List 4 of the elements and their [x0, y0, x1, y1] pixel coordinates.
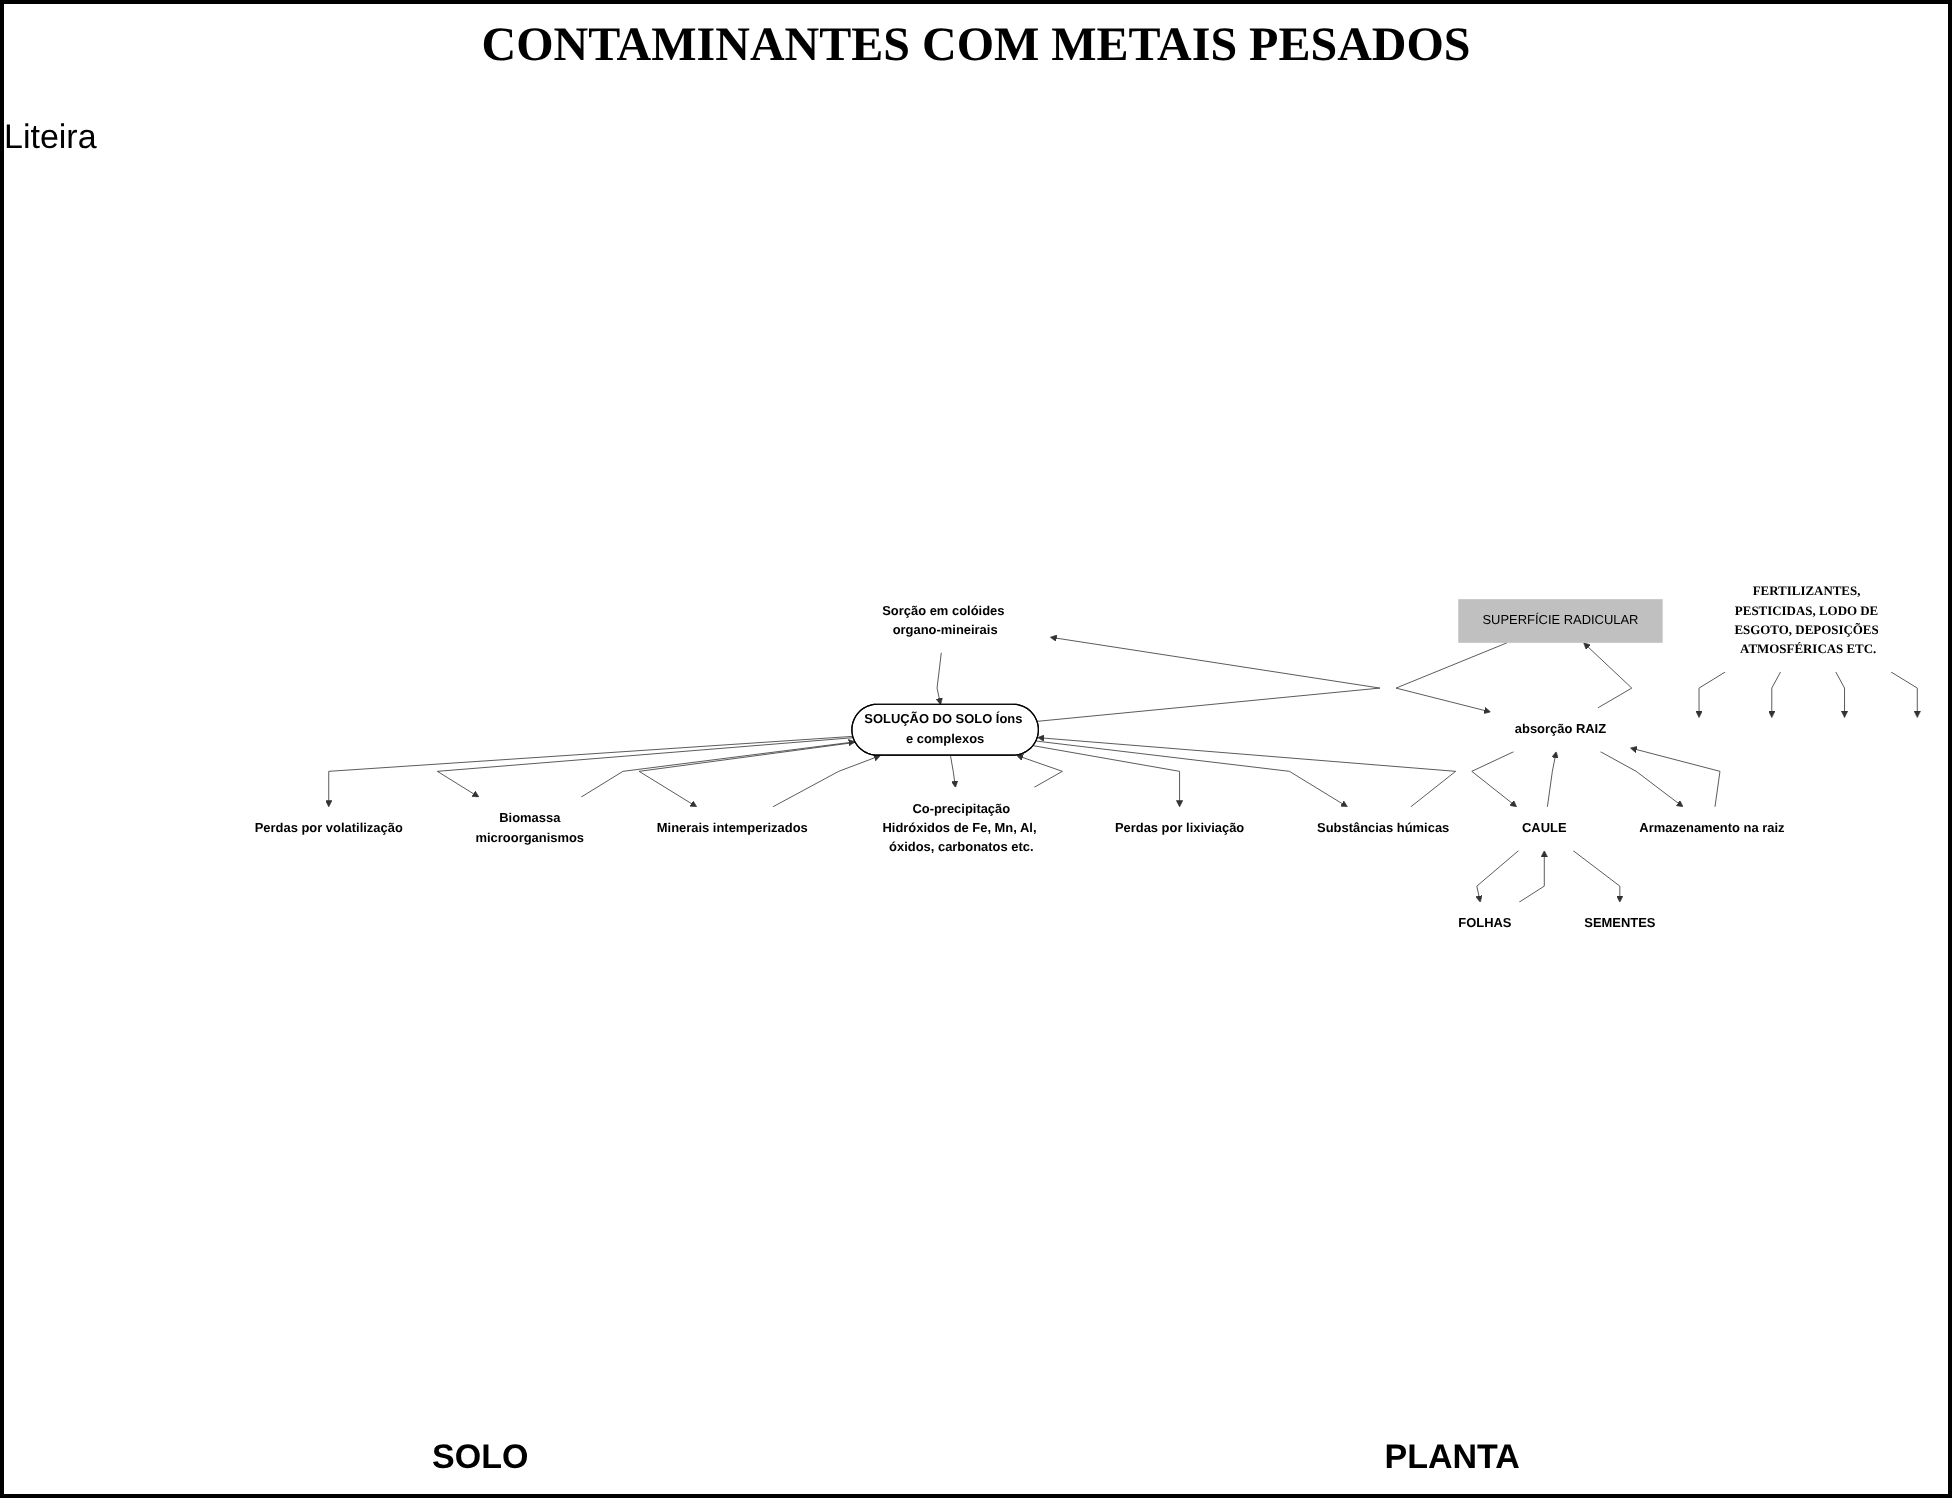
note-text: Liteira [4, 118, 99, 158]
bracket-caption: SOLO [432, 1438, 529, 1478]
bracket-caption: PLANTA [1384, 1438, 1520, 1478]
diagram-title: CONTAMINANTES COM METAIS PESADOS [481, 20, 1471, 74]
